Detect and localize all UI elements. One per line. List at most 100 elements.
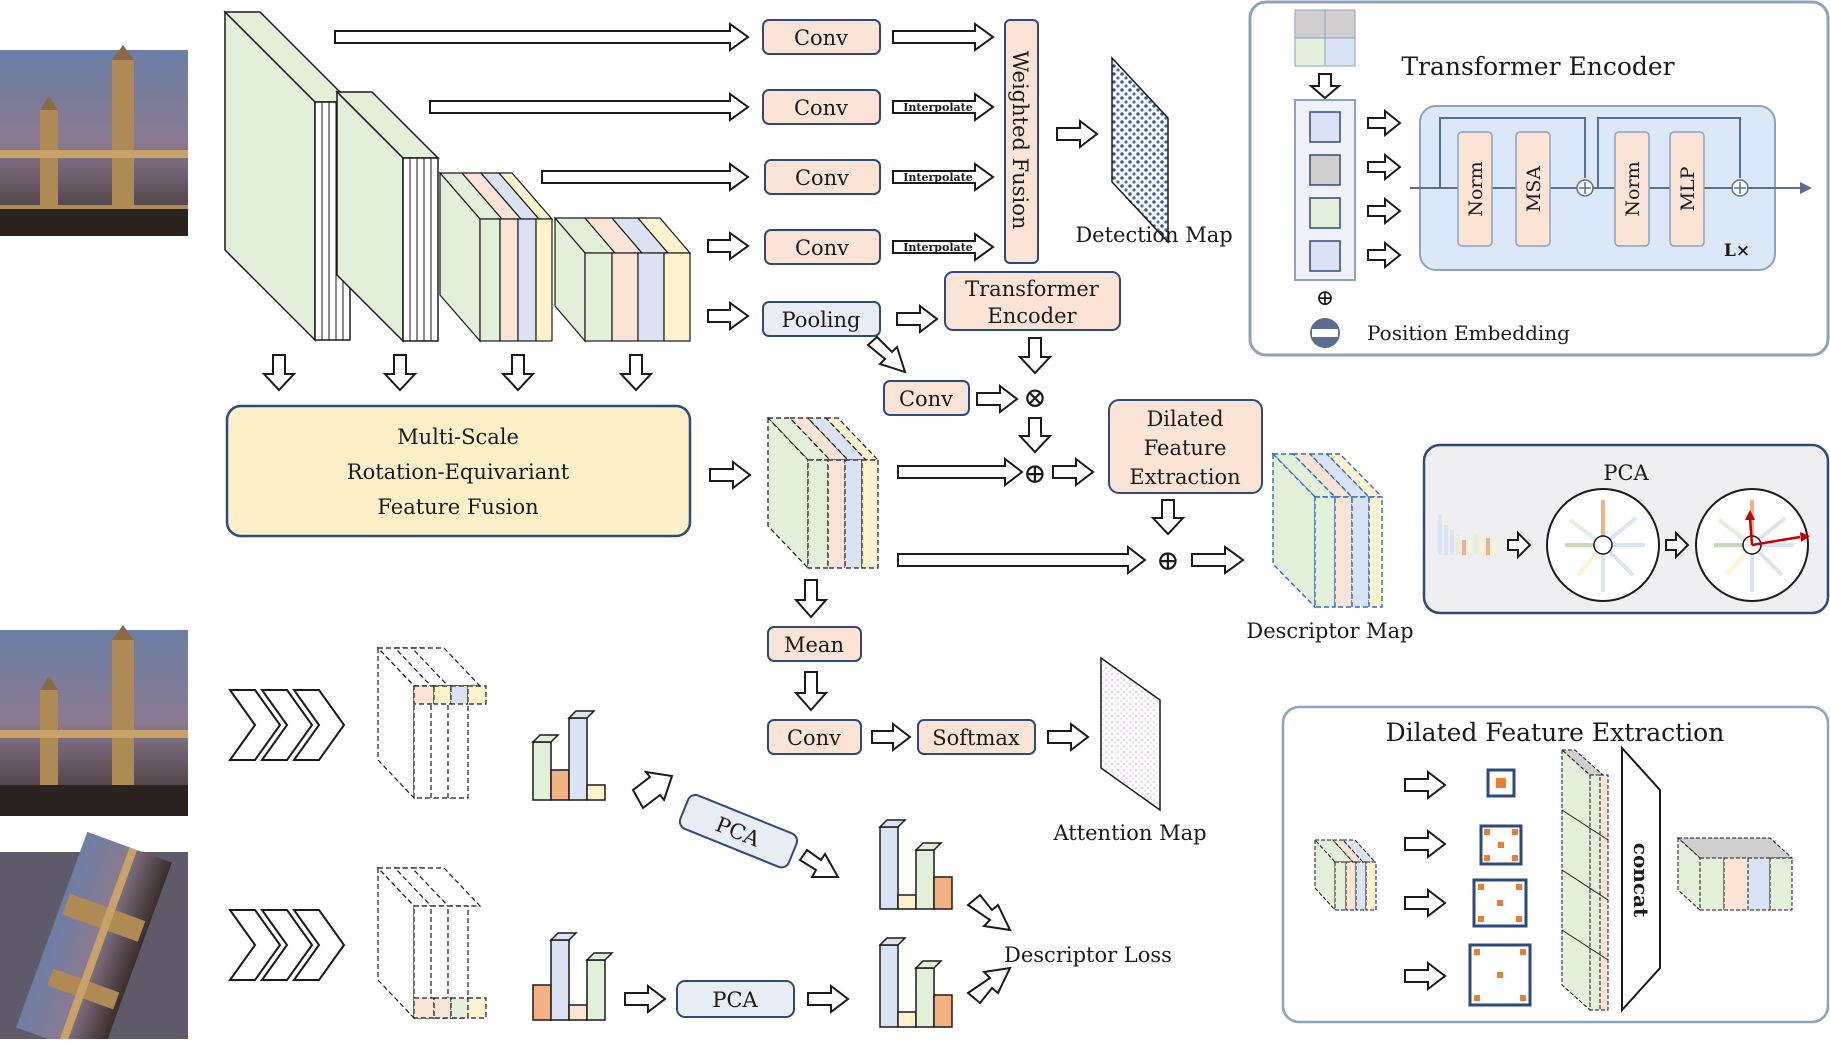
arrow-dilated-down [1150, 499, 1186, 536]
arrow-add-to-dilated [1052, 456, 1095, 488]
conv-box-3: Conv [764, 159, 881, 195]
histogram-bottom-left [532, 932, 614, 1021]
arrow-pca-tilted-out [798, 848, 840, 878]
multi-scale-fusion-box: Multi-Scale Rotation-Equivariant Feature… [225, 404, 692, 538]
arrow-to-loss-bottom [966, 966, 1012, 1005]
svg-text:Pooling: Pooling [782, 308, 861, 332]
svg-text:Conv: Conv [795, 236, 849, 260]
transformer-panel-title: Transformer Encoder [1401, 52, 1674, 81]
arrow-hist-to-pca-top [631, 770, 674, 810]
weighted-fusion-box: Weighted Fusion [1004, 19, 1039, 264]
backbone-layer-1 [223, 10, 352, 342]
input-image-rotated [0, 831, 188, 1043]
arrow-mean-down [793, 671, 829, 712]
fused-feature-cube [766, 416, 880, 570]
pca-box-tilted: PCA [678, 793, 799, 869]
attention-map-label: Attention Map [1052, 821, 1206, 845]
svg-text:Softmax: Softmax [932, 726, 1020, 750]
svg-text:Dilated: Dilated [1146, 407, 1223, 431]
arrows-to-fusion [892, 22, 995, 262]
interpolate-label-2: Interpolate [903, 171, 972, 184]
arrow-conv-to-mult [976, 383, 1019, 415]
arrow-pca-flat-out [807, 983, 850, 1015]
transformer-encoder-panel: ⊕ [1248, 0, 1830, 357]
detection-map-label: Detection Map [1075, 223, 1232, 247]
svg-text:Conv: Conv [794, 26, 848, 50]
detection-map [1111, 56, 1169, 244]
arrow-transformer-down [1017, 337, 1053, 375]
add-operator-1: ⊕ [1023, 457, 1046, 490]
mlp-label: MLP [1677, 166, 1699, 211]
svg-text:Multi-Scale: Multi-Scale [397, 425, 519, 449]
softmax-box: Softmax [917, 719, 1036, 755]
conv-box-2: Conv [762, 89, 881, 125]
arrow-to-loss-top [966, 893, 1012, 932]
svg-text:Conv: Conv [794, 96, 848, 120]
svg-text:Feature Fusion: Feature Fusion [377, 495, 538, 519]
arrow-fusion-to-features [709, 459, 752, 491]
concat-label: concat [1629, 843, 1653, 918]
histogram-top-right [878, 819, 953, 910]
mean-box: Mean [767, 626, 862, 662]
svg-text:Conv: Conv [899, 387, 953, 411]
msa-label: MSA [1523, 166, 1545, 212]
transformer-encoder-box: Transformer Encoder [944, 271, 1121, 331]
svg-text:Conv: Conv [787, 726, 841, 750]
svg-text:⊕: ⊕ [1316, 286, 1334, 311]
arrow-pool-to-conv [866, 335, 907, 374]
interpolate-label-3: Interpolate [903, 241, 972, 254]
arrow-to-descriptor [1191, 545, 1245, 575]
backbone-layer-4 [553, 216, 692, 343]
backbone-layer-3 [438, 171, 554, 343]
conv-box-4: Conv [764, 229, 881, 265]
pca-box-flat: PCA [676, 980, 795, 1018]
conv-box-6: Conv [767, 719, 862, 755]
dilated-feature-box: Dilated Feature Extraction [1108, 399, 1263, 494]
histogram-top-left [531, 710, 606, 801]
dilated-panel-title: Dilated Feature Extraction [1386, 718, 1725, 747]
pooling-box: Pooling [762, 301, 881, 337]
repeat-label: L× [1724, 241, 1750, 261]
interpolate-label-1: Interpolate [903, 101, 972, 114]
histogram-bottom-right [878, 937, 953, 1028]
input-image-top [0, 45, 188, 236]
conv-box-1: Conv [762, 19, 881, 55]
descriptor-map-label: Descriptor Map [1246, 619, 1413, 643]
svg-text:Transformer: Transformer [965, 277, 1100, 301]
svg-text:Extraction: Extraction [1129, 465, 1240, 489]
attention-map [1100, 656, 1161, 812]
dilated-feature-panel [1281, 705, 1830, 1024]
arrow-to-attention [1047, 721, 1090, 753]
svg-text:Rotation-Equivariant: Rotation-Equivariant [347, 460, 570, 484]
svg-text:Feature: Feature [1144, 436, 1227, 460]
arrow-mult-down [1017, 417, 1053, 454]
backbone-layer-2 [335, 90, 440, 343]
norm-label-1: Norm [1465, 161, 1487, 216]
svg-text:PCA: PCA [712, 988, 758, 1012]
pca-panel [1422, 443, 1830, 615]
arrow-hist-to-pca-bottom [624, 983, 667, 1015]
arrow-conv-to-softmax [871, 721, 912, 753]
feature-stack-bottom [376, 866, 487, 1020]
descriptor-loss-label: Descriptor Loss [1004, 943, 1172, 967]
pca-panel-title: PCA [1603, 461, 1649, 485]
norm-label-2: Norm [1622, 161, 1644, 216]
arrow-to-transformer [896, 303, 939, 335]
conv-box-5: Conv [883, 380, 970, 416]
feature-stack-top [376, 646, 487, 800]
svg-text:Encoder: Encoder [987, 304, 1077, 328]
add-operator-2: ⊕ [1156, 544, 1179, 577]
descriptor-map [1271, 452, 1384, 609]
chevrons-bottom [228, 909, 346, 981]
chevrons-top [228, 689, 346, 761]
position-embedding-label: Position Embedding [1367, 321, 1570, 345]
svg-text:Weighted Fusion: Weighted Fusion [1008, 51, 1032, 230]
svg-text:Conv: Conv [795, 166, 849, 190]
arrow-features-to-add [897, 456, 1024, 488]
arrows-to-conv [334, 22, 750, 331]
multiply-operator: ⊗ [1023, 381, 1046, 414]
svg-text:Mean: Mean [784, 633, 844, 657]
arrow-features-to-mean [793, 579, 829, 619]
input-image-middle [0, 625, 188, 816]
